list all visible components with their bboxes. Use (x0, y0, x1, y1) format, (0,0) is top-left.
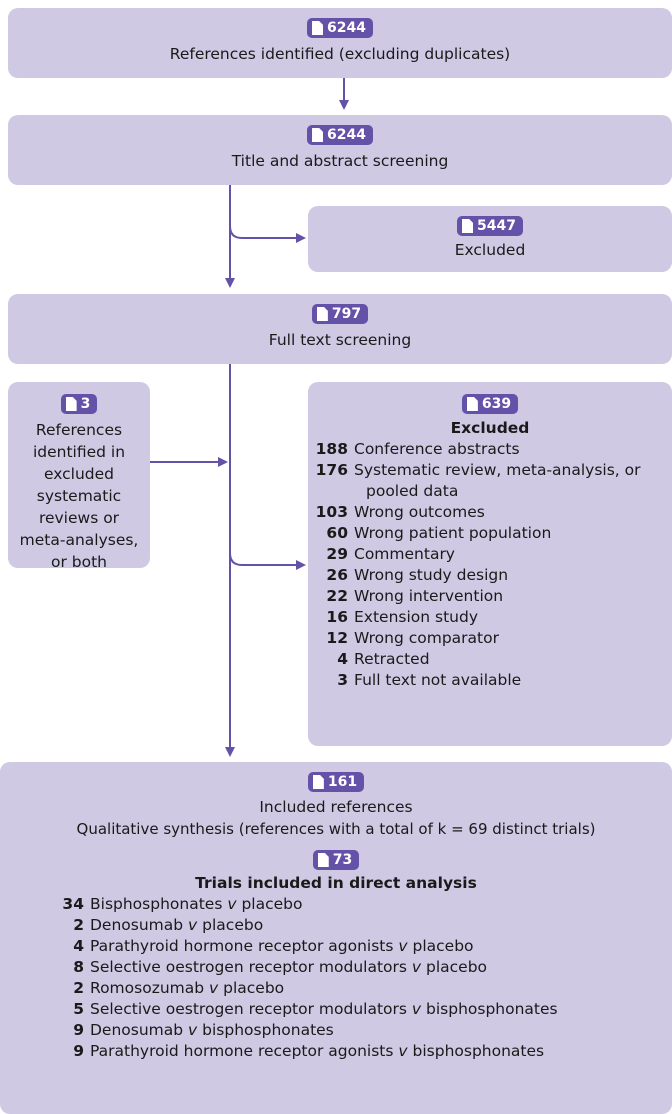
box-title: Trials included in direct analysis (195, 874, 477, 892)
text-line: identified in (32, 443, 126, 461)
exclusion-reason-continued: pooled data (366, 482, 459, 500)
count-badge: 161 (307, 772, 365, 792)
box-references-identified: 6244 References identified (excluding du… (8, 8, 672, 78)
box-additional-references: 3 References identified in excluded syst… (8, 382, 150, 571)
text-line: or both (50, 553, 107, 571)
count-badge: 73 (312, 850, 360, 870)
document-icon (312, 128, 324, 142)
text-line: systematic (36, 487, 122, 505)
box-label: Title and abstract screening (231, 152, 449, 170)
document-icon (65, 397, 77, 411)
box-label: Excluded (454, 241, 526, 259)
arrow-to-excluded1 (229, 225, 306, 243)
count-badge: 6244 (307, 125, 373, 145)
document-icon (466, 397, 478, 411)
document-icon (317, 853, 329, 867)
document-icon (312, 775, 324, 789)
count-badge: 797 (311, 304, 369, 324)
box-label: Included references (259, 798, 413, 816)
count-badge: 3 (60, 394, 98, 414)
text-line: excluded (43, 465, 115, 483)
arrow-to-excluded2 (229, 552, 306, 570)
box-excluded-screening: 5447 Excluded (308, 206, 672, 272)
document-icon (312, 21, 324, 35)
box-sublabel: Qualitative synthesis (references with a… (76, 820, 596, 838)
text-line: reviews or (38, 509, 120, 527)
count-badge: 6244 (307, 18, 373, 38)
box-full-text-screening: 797 Full text screening (8, 294, 672, 364)
box-label: References identified (excluding duplica… (169, 45, 511, 63)
document-icon (462, 219, 474, 233)
box-title: Excluded (450, 419, 530, 437)
document-icon (316, 307, 328, 321)
box-label: Full text screening (268, 331, 412, 349)
count-badge: 639 (461, 394, 519, 414)
text-line: References (35, 421, 123, 439)
count-badge: 5447 (457, 216, 523, 236)
text-line: meta-analyses, (19, 531, 139, 549)
box-included-references: 161 Included references Qualitative synt… (0, 762, 672, 1114)
box-title-abstract-screening: 6244 Title and abstract screening (8, 115, 672, 185)
